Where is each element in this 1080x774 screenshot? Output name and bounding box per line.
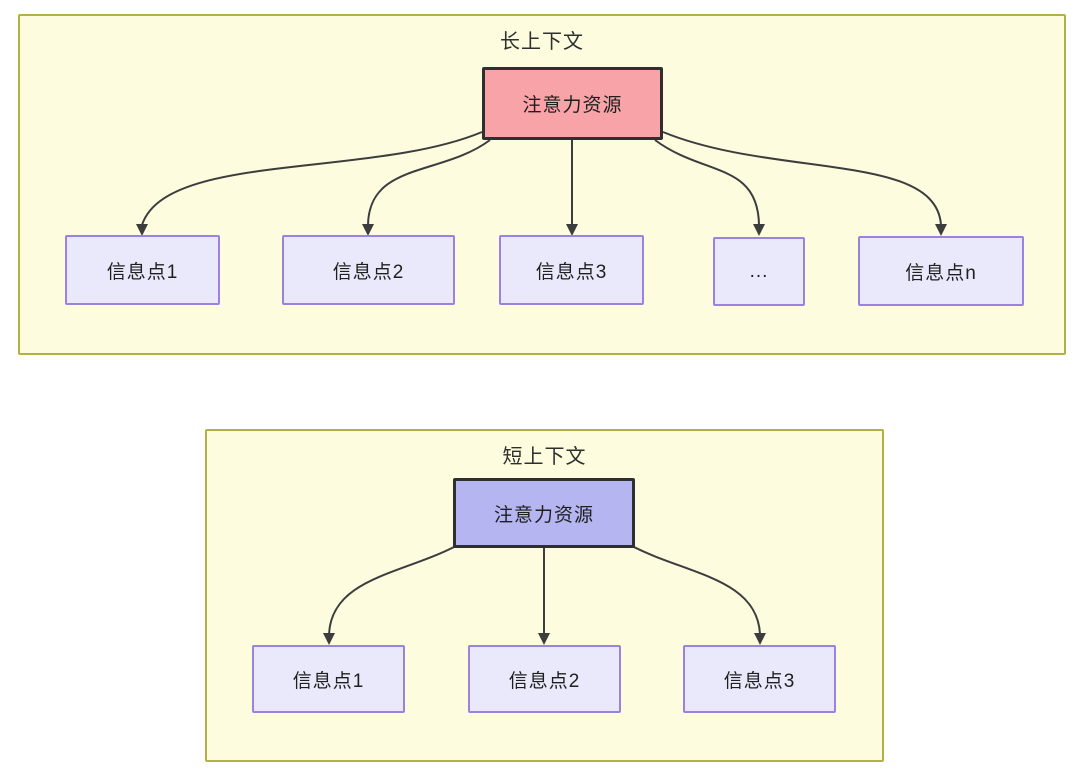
long-info-node-3: 信息点3 bbox=[499, 235, 644, 305]
long-context-title: 长上下文 bbox=[500, 31, 584, 53]
long-info-node-ellipsis: ... bbox=[713, 237, 805, 306]
short-info-node-3: 信息点3 bbox=[683, 645, 836, 713]
short-context-title: 短上下文 bbox=[502, 446, 587, 468]
short-info-node-2: 信息点2 bbox=[468, 645, 621, 713]
long-attention-resource-node: 注意力资源 bbox=[482, 67, 663, 140]
short-attention-resource-node: 注意力资源 bbox=[453, 478, 635, 548]
long-info-node-2: 信息点2 bbox=[282, 235, 455, 305]
short-info-node-1: 信息点1 bbox=[252, 645, 405, 713]
long-info-node-n: 信息点n bbox=[858, 236, 1024, 306]
long-info-node-1: 信息点1 bbox=[65, 235, 220, 305]
